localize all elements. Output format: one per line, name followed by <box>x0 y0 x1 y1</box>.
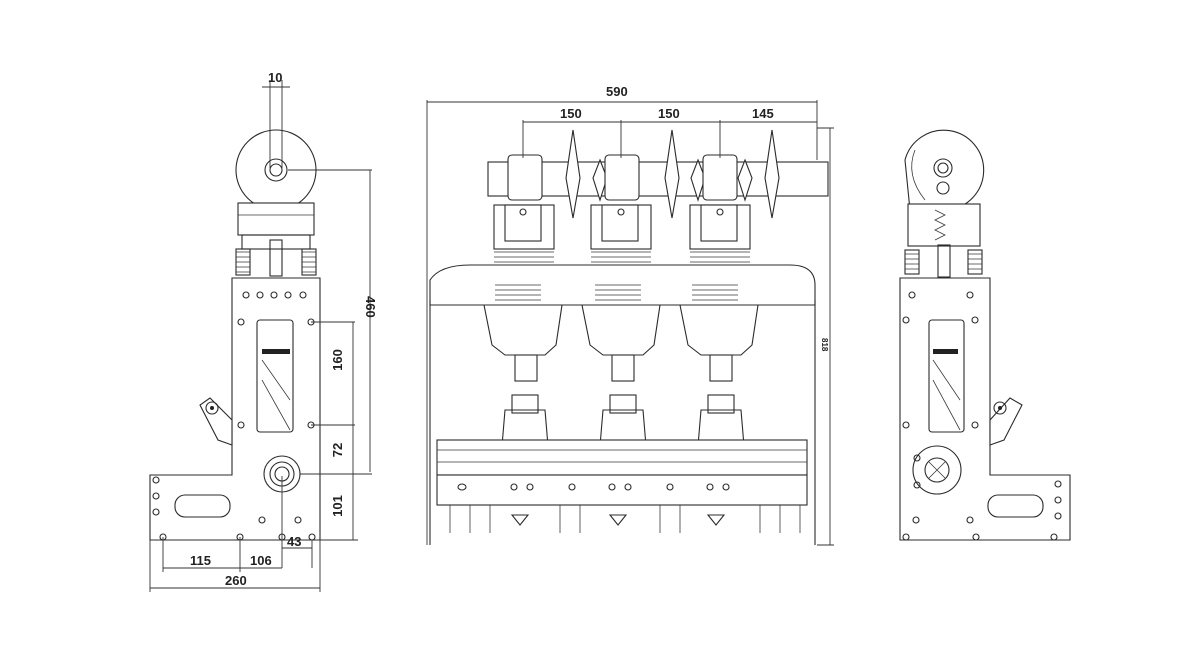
pole-2 <box>581 154 661 382</box>
base-plate <box>436 474 808 506</box>
left-side-view: 10 460 160 72 101 43 <box>149 70 378 592</box>
dim-260: 260 <box>225 573 247 588</box>
dim-460: 460 <box>363 296 378 318</box>
dim-150-b: 150 <box>658 106 680 121</box>
dim-150-a: 150 <box>560 106 582 121</box>
right-side-view <box>899 129 1071 541</box>
vent-slots <box>495 284 738 301</box>
crank-lever <box>199 397 233 446</box>
dim-145: 145 <box>752 106 774 121</box>
dim-101: 101 <box>330 495 345 517</box>
dim-43: 43 <box>287 534 301 549</box>
pole-1 <box>483 154 563 382</box>
dim-590: 590 <box>606 84 628 99</box>
shaft-blades <box>565 129 780 219</box>
cam-wheel <box>904 129 985 211</box>
front-view: 590 150 150 145 818 <box>426 84 834 546</box>
front-dimensions: 590 150 150 145 818 <box>426 84 834 546</box>
dim-160: 160 <box>330 349 345 371</box>
pole-3 <box>679 154 759 382</box>
spring-right <box>301 248 317 276</box>
base-holes <box>457 483 730 491</box>
indicator-disc <box>912 445 962 495</box>
dim-72: 72 <box>330 443 345 457</box>
dim-10: 10 <box>268 70 282 85</box>
center-spring <box>934 209 946 241</box>
left-dimensions: 10 460 160 72 101 43 <box>149 70 378 592</box>
spring-left <box>235 248 251 276</box>
dim-115: 115 <box>190 553 211 568</box>
lower-rail <box>436 439 808 476</box>
right-side-plate <box>899 277 1071 541</box>
right-crank-lever <box>989 397 1023 446</box>
dim-106: 106 <box>250 553 272 568</box>
wheel-hub <box>264 158 288 182</box>
dim-818: 818 <box>820 338 829 352</box>
